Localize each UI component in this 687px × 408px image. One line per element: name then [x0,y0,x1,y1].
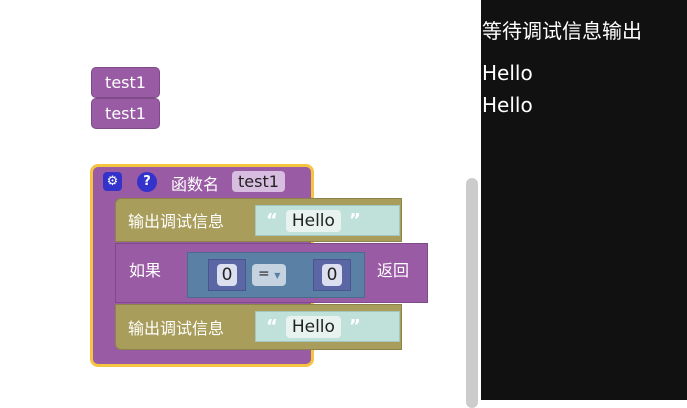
call-block-test1[interactable]: test1 [91,67,160,98]
number-field[interactable]: 0 [321,264,343,286]
output-title: 等待调试信息输出 [482,19,642,43]
print-label: 输出调试信息 [128,212,225,231]
call-block-test1[interactable]: test1 [91,98,160,129]
quote-close: ” [348,210,361,231]
quote-open: “ [266,210,278,231]
if-label: 如果 [129,261,162,280]
text-field[interactable]: Hello [285,315,341,338]
output-line: Hello [482,61,533,85]
return-label: 返回 [377,261,410,280]
dropdown-arrow-icon: ▼ [274,271,281,280]
output-line: Hello [482,93,533,117]
operator-dropdown[interactable]: = ▼ [252,264,287,286]
workspace-scrollbar[interactable] [466,178,478,408]
text-field[interactable]: Hello [285,209,341,232]
number-field[interactable]: 0 [216,264,238,286]
number-block[interactable]: 0 [313,259,351,291]
quote-open: “ [266,316,278,337]
quote-close: ” [348,316,361,337]
function-label: 函数名 [171,175,220,194]
debug-output-panel: 等待调试信息输出 Hello Hello [481,0,687,400]
help-icon[interactable]: ? [137,172,157,192]
function-name-field[interactable]: test1 [232,171,285,192]
text-block[interactable]: “ Hello ” [255,205,400,236]
print-label: 输出调试信息 [128,319,225,338]
call-block-label: test1 [105,73,146,92]
operator-value: = [258,266,270,282]
text-block[interactable]: “ Hello ” [255,311,400,342]
call-block-label: test1 [105,104,146,123]
gear-icon[interactable]: ⚙ [103,172,122,191]
number-block[interactable]: 0 [208,259,246,291]
